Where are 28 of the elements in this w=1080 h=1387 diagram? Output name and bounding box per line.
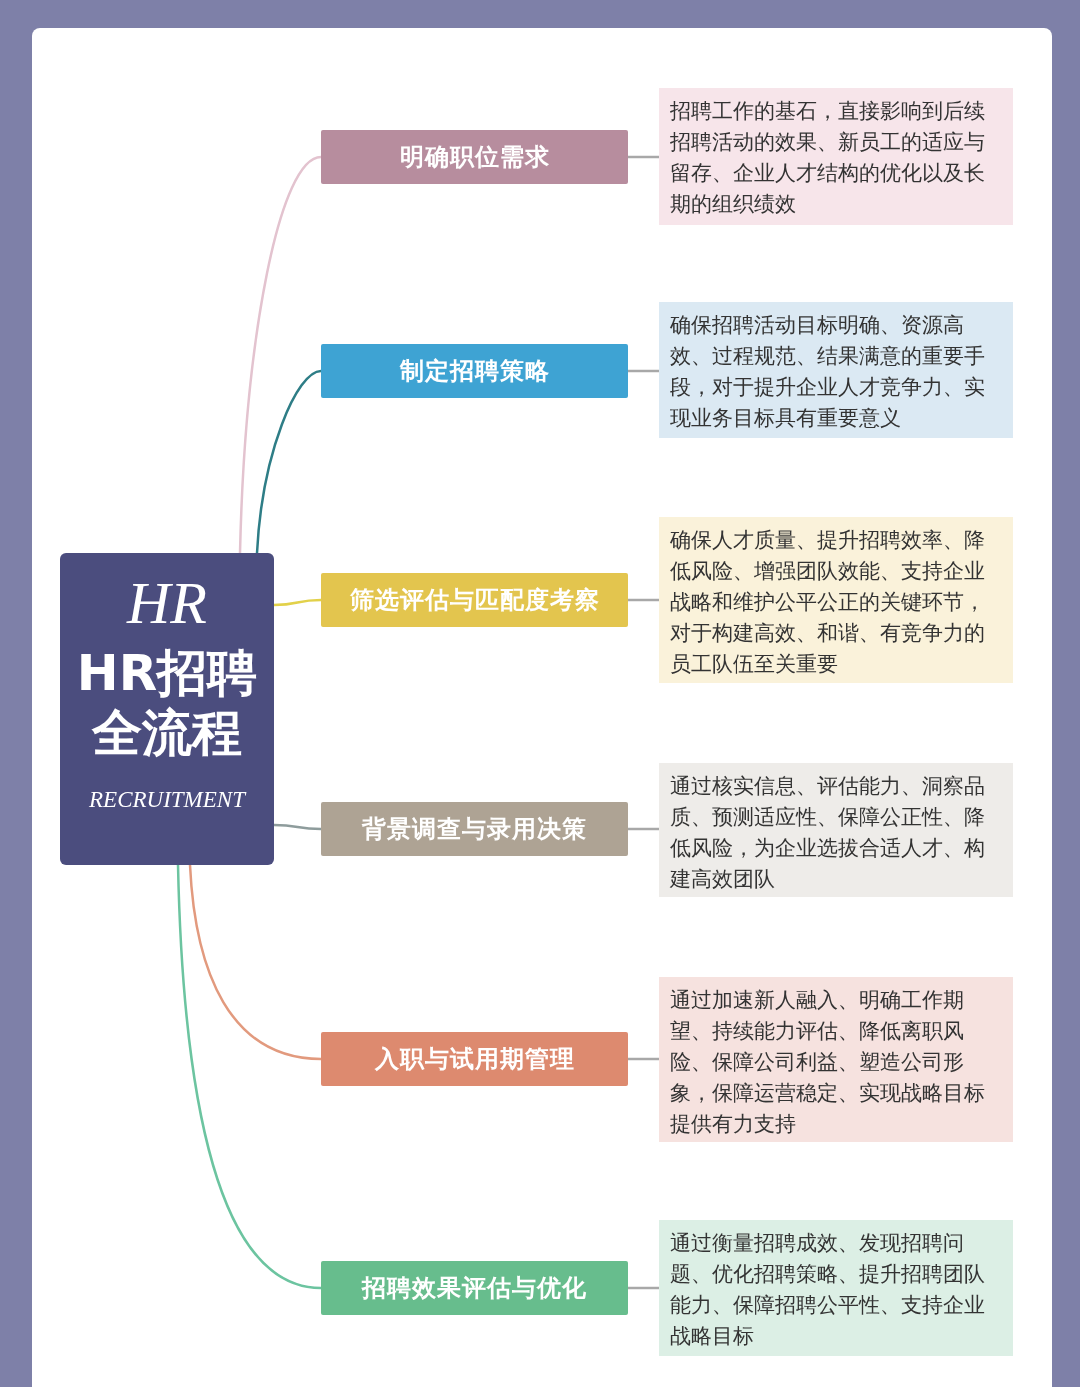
topic-box: 制定招聘策略	[321, 344, 628, 398]
topic-box: 招聘效果评估与优化	[321, 1261, 628, 1315]
description-box: 确保人才质量、提升招聘效率、降低风险、增强团队效能、支持企业战略和维护公平公正的关键环节，对于构建高效、和谐、有竞争力的员工队伍至关重要	[659, 517, 1013, 683]
connector-line	[628, 827, 659, 831]
connector-line	[628, 155, 659, 159]
topic-box: 入职与试用期管理	[321, 1032, 628, 1086]
description-box: 招聘工作的基石，直接影响到后续招聘活动的效果、新员工的适应与留存、企业人才结构的优化以及长期的组织绩效	[659, 88, 1013, 225]
script-heading: HR	[125, 571, 208, 635]
connector-line	[176, 864, 322, 1290]
description-box: 通过衡量招聘成效、发现招聘问题、优化招聘策略、提升招聘团队能力、保障招聘公平性、支持企业战略目标	[659, 1220, 1013, 1356]
topic-box: 明确职位需求	[321, 130, 628, 184]
topic-box: 筛选评估与匹配度考察	[321, 573, 628, 627]
connector-line	[188, 864, 322, 1061]
connector-line	[628, 1057, 659, 1061]
connector-line	[628, 369, 659, 373]
subtitle-text: RECRUITMENT	[88, 787, 248, 813]
connector-line	[238, 155, 322, 554]
description-box: 通过核实信息、评估能力、洞察品质、预测适应性、保障公正性、降低风险，为企业选拔合适人才、构建高效团队	[659, 763, 1013, 897]
description-box: 通过加速新人融入、明确工作期望、持续能力评估、降低离职风险、保障公司利益、塑造公司形象，保障运营稳定、实现战略目标提供有力支持	[659, 977, 1013, 1142]
connector-line	[628, 598, 659, 602]
connector-line	[628, 1286, 659, 1290]
title-box	[60, 553, 274, 865]
description-box: 确保招聘活动目标明确、资源高效、过程规范、结果满意的重要手段，对于提升企业人才竞争力、实现业务目标具有重要意义	[659, 302, 1013, 438]
topic-box: 背景调查与录用决策	[321, 802, 628, 856]
connector-line	[255, 369, 322, 554]
title-text: HR招聘全流程	[75, 643, 259, 763]
connector-line	[273, 598, 322, 607]
connector-line	[274, 823, 321, 831]
